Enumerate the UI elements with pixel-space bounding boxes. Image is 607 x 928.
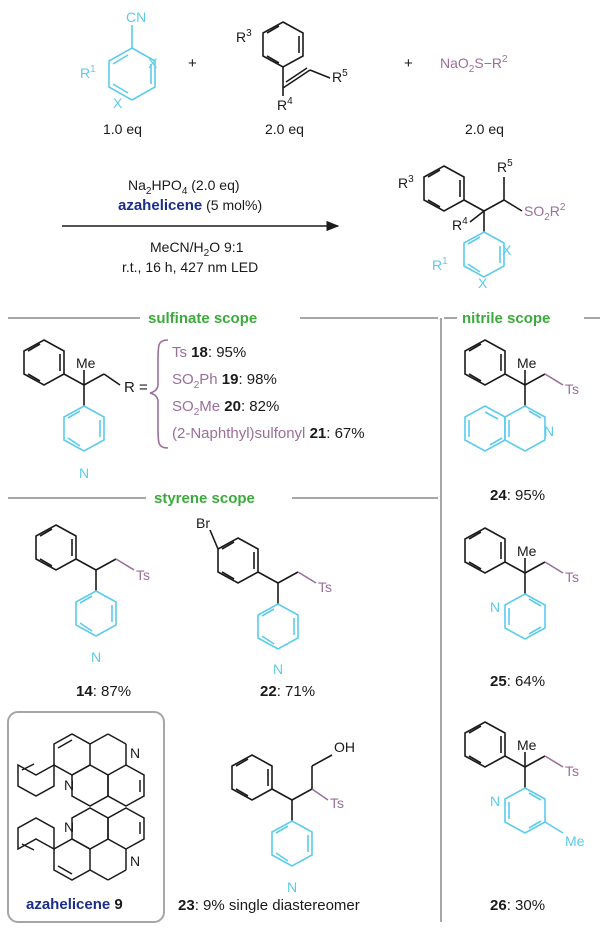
svg-text:Ts: Ts — [136, 567, 150, 583]
azahelicene-structure — [17, 733, 145, 881]
svg-text:Ts: Ts — [565, 569, 579, 585]
styrene-r3-label: R3 — [236, 28, 252, 45]
sulfinate-brace — [149, 339, 169, 449]
product-r3: R3 — [398, 174, 414, 191]
azahelicene-n-1: N — [130, 745, 140, 761]
compound-25: Me Ts N — [464, 527, 579, 640]
sulfinate-reagent: NaO2S−R2 — [440, 54, 508, 75]
label-compound-14: 14: 87% — [76, 683, 131, 700]
nitrile-r1-label: R1 — [80, 64, 96, 81]
azahelicene-box — [7, 711, 165, 923]
plus-1: + — [188, 55, 197, 72]
azahelicene-label: azahelicene 9 — [26, 896, 123, 913]
svg-text:N: N — [490, 793, 500, 809]
product-x-1: X — [502, 242, 512, 258]
compound-14: Ts N — [35, 524, 150, 665]
header-sulfinate-scope: sulfinate scope — [148, 310, 257, 327]
styrene-r5-label: R5 — [332, 68, 348, 85]
svg-text:N: N — [91, 649, 101, 665]
svg-text:Ts: Ts — [565, 763, 579, 779]
condition-catalyst: azahelicene (5 mol%) — [118, 197, 262, 214]
eq-styrene: 2.0 eq — [265, 121, 304, 137]
plus-2: + — [404, 55, 413, 72]
eq-nitrile: 1.0 eq — [103, 121, 142, 137]
sulfinate-me: Me — [76, 355, 96, 371]
sulfinate-core — [23, 339, 121, 406]
styrene-reagent — [262, 21, 331, 96]
sulfinate-item-21: (2-Naphthyl)sulfonyl 21: 67% — [172, 425, 365, 442]
product-r5: R5 — [497, 158, 513, 175]
sulfinate-item-19: SO2Ph 19: 98% — [172, 371, 277, 391]
label-compound-23: 23: 9% single diastereomer — [178, 897, 360, 914]
nitrile-reagent — [108, 25, 156, 101]
condition-params: r.t., 16 h, 427 nm LED — [122, 259, 258, 275]
product-r1: R1 — [432, 256, 448, 273]
product-aryl-ring — [463, 231, 505, 278]
compound-22: Br Ts N — [196, 515, 332, 677]
svg-text:Ts: Ts — [330, 795, 344, 811]
condition-base: Na2HPO4 (2.0 eq) — [128, 177, 240, 197]
header-styrene-scope: styrene scope — [154, 490, 255, 507]
label-compound-22: 22: 71% — [260, 683, 315, 700]
styrene-r4-label: R4 — [277, 96, 293, 113]
svg-text:N: N — [273, 661, 283, 677]
sulfinate-pyridine — [63, 405, 105, 452]
svg-text:Me: Me — [565, 833, 585, 849]
azahelicene-n-3: N — [64, 819, 74, 835]
label-compound-24: 24: 95% — [490, 487, 545, 504]
svg-text:N: N — [287, 879, 297, 895]
product-so2r2: SO2R2 — [524, 202, 566, 223]
compound-26: Me Ts N Me — [464, 721, 585, 849]
label-compound-25: 25: 64% — [490, 673, 545, 690]
nitrile-cn-label: CN — [126, 9, 146, 25]
compound-24: Me Ts N — [464, 339, 579, 452]
section-dividers — [8, 317, 600, 922]
product-structure — [423, 165, 523, 232]
svg-text:Me: Me — [517, 355, 537, 371]
azahelicene-n-2: N — [64, 777, 74, 793]
svg-text:Ts: Ts — [565, 381, 579, 397]
azahelicene-n-4: N — [130, 853, 140, 869]
sulfinate-item-20: SO2Me 20: 82% — [172, 398, 279, 418]
condition-solvent: MeCN/H2O 9:1 — [150, 239, 244, 259]
svg-text:N: N — [490, 599, 500, 615]
product-r4: R4 — [452, 216, 468, 233]
svg-text:Me: Me — [517, 543, 537, 559]
sulfinate-r-equals: R = — [124, 379, 148, 396]
svg-text:Me: Me — [517, 737, 537, 753]
svg-text:OH: OH — [334, 739, 355, 755]
label-compound-26: 26: 30% — [490, 897, 545, 914]
header-nitrile-scope: nitrile scope — [462, 310, 550, 327]
svg-text:Ts: Ts — [318, 579, 332, 595]
svg-text:Br: Br — [196, 515, 210, 531]
svg-text:N: N — [544, 423, 554, 439]
product-x-2: X — [478, 275, 488, 291]
nitrile-x-label-2: X — [113, 95, 123, 111]
sulfinate-n: N — [79, 465, 89, 481]
compound-23: OH Ts N — [231, 739, 355, 895]
eq-sulfinate: 2.0 eq — [465, 121, 504, 137]
sulfinate-item-18: Ts 18: 95% — [172, 344, 246, 361]
nitrile-x-label-1: X — [148, 55, 158, 71]
